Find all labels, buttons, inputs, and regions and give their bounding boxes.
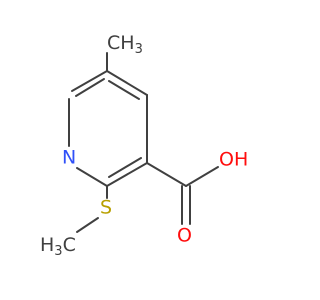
hydroxyl-label: OH bbox=[219, 149, 248, 171]
bond-ring-c2-c3 bbox=[106, 162, 148, 187]
bond-ring-c2-c3-inner bbox=[108, 157, 142, 178]
top-methyl-symbol: CH bbox=[107, 32, 135, 54]
s-methyl-subscript: 3 bbox=[54, 244, 62, 259]
top-methyl-label: CH3 bbox=[107, 32, 143, 57]
bond-sulfur-methyl bbox=[76, 217, 99, 233]
bond-c3-carboxyl bbox=[146, 162, 187, 187]
bond-ring-c5-c6-inner bbox=[75, 78, 105, 97]
molecule-diagram: N S O OH CH3 H3C bbox=[40, 32, 248, 259]
top-methyl-subscript: 3 bbox=[135, 42, 143, 57]
nitrogen-label: N bbox=[62, 147, 76, 169]
bond-ring-n1-c2 bbox=[76, 167, 108, 187]
bond-ring-c5-c6 bbox=[71, 70, 108, 92]
bond-ring-c4-c5 bbox=[106, 70, 148, 96]
s-methyl-label: H3C bbox=[40, 234, 76, 259]
sulfur-label: S bbox=[100, 197, 112, 219]
bond-carboxyl-oh bbox=[185, 166, 219, 187]
structure-canvas: N S O OH CH3 H3C bbox=[40, 31, 249, 259]
s-methyl-c: C bbox=[63, 234, 76, 256]
carbonyl-oxygen-label: O bbox=[177, 225, 192, 247]
s-methyl-h: H bbox=[40, 234, 54, 256]
bond-ring-c4-c5-inner bbox=[108, 80, 140, 100]
